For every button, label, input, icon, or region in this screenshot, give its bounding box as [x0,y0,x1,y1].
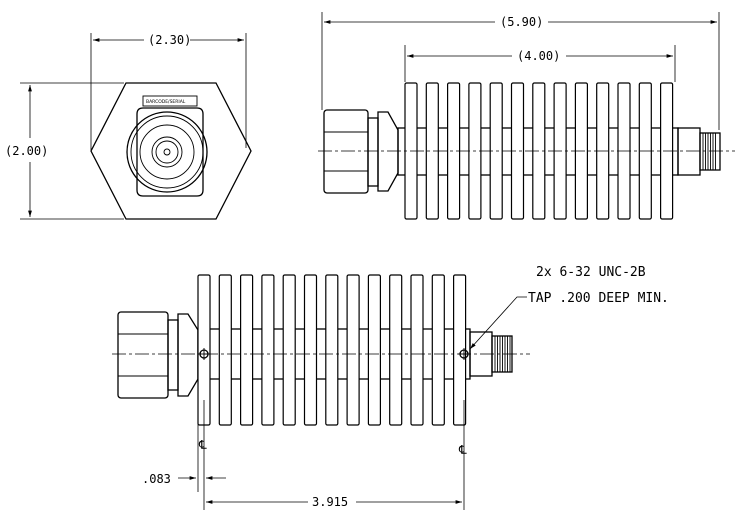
heatsink-fin [389,274,403,426]
tap-note-line2: TAP .200 DEEP MIN. [528,291,669,306]
dim-offset-label: .083 [142,472,171,486]
right-connector-jack [699,132,721,171]
left-coupling-ring-bottom [167,319,179,391]
connector-pin [163,148,171,156]
end-view: BARCODE/SERIAL (2.30) (2.00) [5,33,252,220]
connector-face [136,107,204,197]
hex-outline [90,82,252,220]
centerline-symbol-right: ℄ [458,443,467,457]
connector-ring-4 [151,136,183,168]
connector-ring-3 [139,124,195,180]
barcode-label-box [142,95,198,107]
heatsink-fin [240,274,254,426]
dim-fin-span-label: (4.00) [517,49,560,63]
bottom-fins [197,274,467,426]
heatsink-fin [431,274,445,426]
heatsink-fin [261,274,275,426]
left-connector-nut-bottom [117,311,169,399]
connector-ring-outer [126,111,208,193]
connector-ring-2 [130,115,204,189]
centerline-symbol-left: ℄ [198,438,207,452]
heatsink-fin [367,274,381,426]
heatsink-fin [218,274,232,426]
left-flange-bottom [177,313,199,397]
connector-ring-5 [155,140,179,164]
dim-height-label: (2.00) [5,144,48,158]
heatsink-fin [282,274,296,426]
bottom-view: 2x 6-32 UNC-2B TAP .200 DEEP MIN. ℄ ℄ .0… [112,265,669,510]
right-connector-threads [702,133,716,170]
heatsink-fin [325,274,339,426]
right-connector-body [677,127,701,176]
left-connector-nut [323,109,369,194]
top-view: (5.90) (4.00) [318,12,735,220]
tap-note-line1: 2x 6-32 UNC-2B [536,265,646,280]
heatsink-fin [410,274,424,426]
left-coupling-ring [367,117,379,187]
dim-hole-spacing-label: 3.915 [312,495,348,509]
barcode-label-text: BARCODE/SERIAL [146,99,186,105]
dim-overall-label: (5.90) [500,15,543,29]
left-flange [377,111,399,192]
heatsink-fin [346,274,360,426]
heatsink-fin [303,274,318,426]
note-leader [469,296,527,350]
dim-width-label: (2.30) [148,33,191,47]
